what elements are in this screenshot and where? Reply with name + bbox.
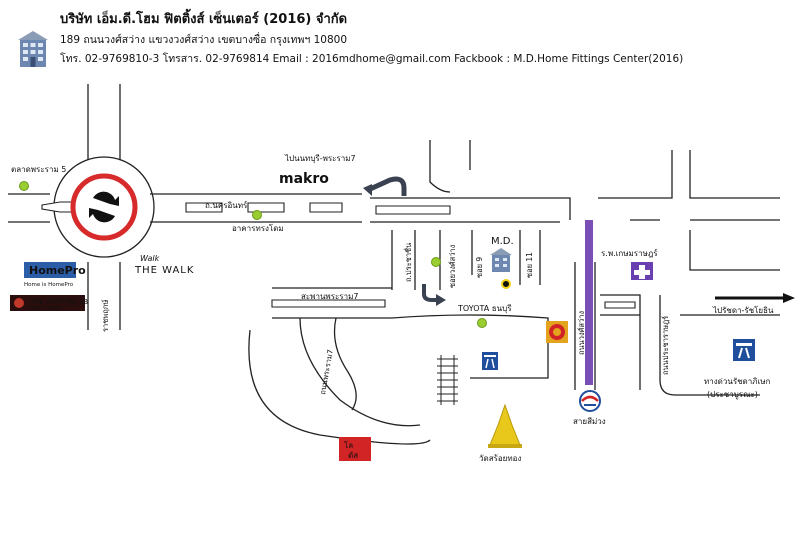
marker-md-home [501,279,511,289]
homepro-tagline: Home is HomePro [24,282,74,288]
label-soi11: ซอย 11 [525,252,534,278]
company-building-logo-icon [18,31,48,67]
road-outer-curve [248,329,431,445]
marker-soi [431,257,441,267]
curve-arrow-to-nonthaburi [366,176,407,196]
turn-arrow-soi [422,284,438,302]
roundabout-arrow-bottom [89,208,115,223]
label-bts: สายสีม่วง [573,417,606,426]
lotus-logo-line1: โล [344,440,353,450]
divider-east-1 [604,301,636,309]
lotus-logo: โล ตัส [339,437,371,461]
the-walk-script: Walk [140,254,160,263]
road-prachachuen [391,230,416,290]
label-pracharat: ถนนประชาราษฎร์ [661,316,670,375]
label-kasemrad: ร.พ.เกษมราษฎร์ [601,248,658,258]
homepro-logo-text: HomePro [29,264,86,277]
divider-3 [309,202,343,213]
label-expressway-sub: (ประชาบูรณะ) [707,390,758,400]
label-soi9: ซอย 9 [475,257,484,278]
marker-toyota [477,318,487,328]
road-toyota-loop [391,314,549,379]
label-md: M.D. [491,236,514,247]
purple-line-rail [585,220,593,385]
hospital-icon [631,262,653,280]
crystal-logo-text: THE CRYSTAL SB [29,298,88,306]
roundabout-arrow-top [93,191,119,206]
road-wongsawang-vertical [574,262,596,390]
crystal-logo: THE CRYSTAL SB RATCHAPRUEK [10,295,88,312]
makro-logo: makro [279,171,329,187]
label-rama7: ถนนพระราม7 [318,349,335,396]
road-ratchapruek-south [87,262,121,330]
label-soi-wongsawang: ซอยวงศ์สว่าง [448,244,457,288]
road-east-mid [689,230,780,271]
road-to-nonthaburi [429,140,471,193]
company-address: 189 ถนนวงศ์สว่าง แขวงวงศ์สว่าง เขตบางซื่… [60,34,348,46]
road-nakhon-in [8,193,362,223]
highway-sign-icon [482,352,498,370]
label-to-nonthaburi: ไปนนทบุรี-พระราม7 [284,154,356,163]
temple-icon [488,403,522,448]
label-nakhon-in: ถ.นครอินทร์ [205,200,248,210]
red-badge-icon [546,321,568,343]
arrowhead-pracha [783,293,795,303]
station-logo-icon [579,390,601,412]
arrowhead-soi [436,294,446,306]
road-pracharat [600,294,760,396]
marker-asakorn [252,210,262,220]
expressway-icon [733,339,755,361]
company-name: บริษัท เอ็ม.ดี.โฮม ฟิตติ้งส์ เซ็นเตอร์ (… [60,12,348,27]
label-toyota: TOYOTA ธนบุรี [457,304,512,313]
road-rama7-curve [299,317,421,427]
label-bridge: สะพานพระราม7 [301,292,358,301]
divider-1 [185,202,223,213]
road-main-east [370,197,571,223]
label-to-pracha: ไปรัชดา-รัชโยธิน [712,305,774,315]
label-prachachuen: ถ.ประชาชื่น [403,243,413,282]
label-ratchapruek: ราชพฤกษ์ [101,300,110,332]
arrowhead-nonthaburi [363,184,372,196]
road-kasemrad-area [598,150,673,221]
header: บริษัท เอ็ม.ดี.โฮม ฟิตติ้งส์ เซ็นเตอร์ (… [60,8,683,67]
homepro-logo: HomePro Home is HomePro [24,262,86,288]
railway-track [437,355,458,405]
divider-bridge [271,299,386,308]
label-market: ตลาดพระราม 5 [11,165,66,174]
divider-2 [247,202,285,213]
md-building-icon [490,248,512,272]
divider-4 [375,205,451,215]
marker-market [19,181,29,191]
company-contact: โทร. 02-9769810-3 โทรสาร. 02-9769814 Ema… [60,53,684,65]
road-soi11 [519,230,541,285]
label-asakorn: อาคารทรงโดม [232,223,284,233]
roundabout-sign-icon [70,173,138,241]
label-wongsawang-rd: ถนนวงศ์สว่าง [577,311,586,355]
road-inner-curve [333,317,357,411]
label-expressway: ทางด่วนรัชดาภิเษก [704,377,771,386]
the-walk-logo: THE WALK [134,265,194,276]
label-temple: วัดสร้อยทอง [479,454,521,463]
lotus-logo-line2: ตัส [348,451,358,460]
crystal-logo-sub: RATCHAPRUEK [30,306,64,312]
road-east-top [689,150,780,221]
road-bridge-rama7 [272,287,392,319]
road-ratchapruek-north [87,84,121,160]
